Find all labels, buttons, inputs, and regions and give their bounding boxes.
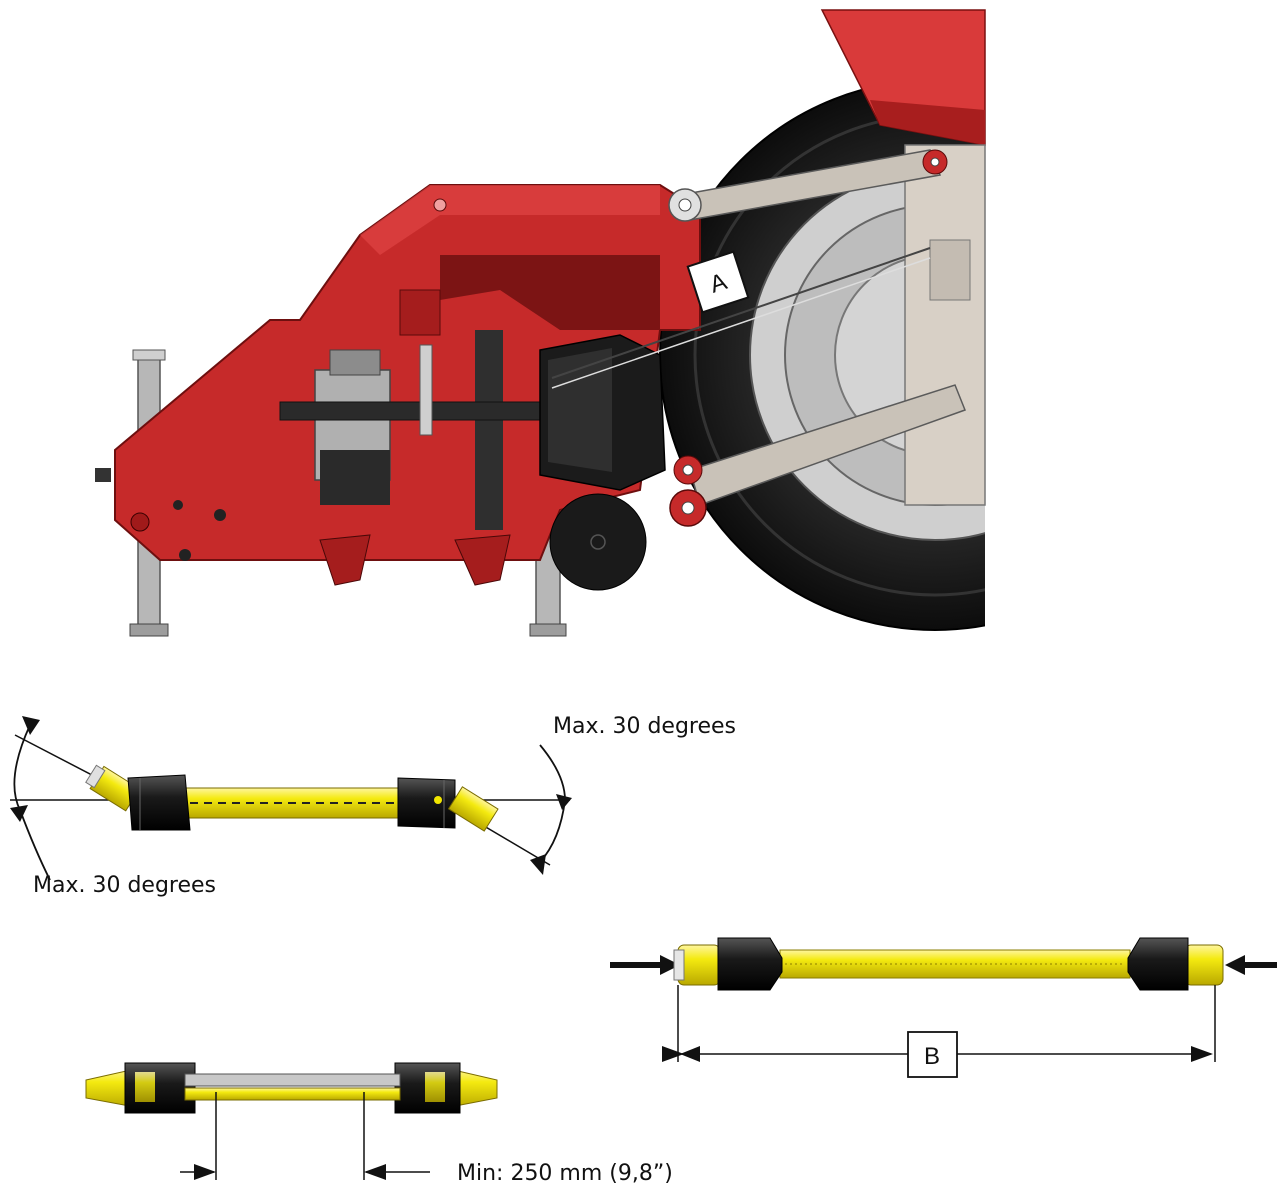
collapsed-shaft-diagram: Min: 250 mm (9,8”) <box>85 1062 673 1185</box>
machine-illustration: A <box>95 9 1277 660</box>
lower-link-arm <box>669 384 966 527</box>
min-length-label: Min: 250 mm (9,8”) <box>457 1161 673 1185</box>
tractor-wheel <box>659 9 1277 660</box>
gearbox-assembly <box>279 330 581 586</box>
guard-b-left <box>717 937 783 991</box>
top-link-arm <box>668 149 948 222</box>
pto-shaft-line <box>551 247 931 379</box>
callout-b-label: B <box>924 1043 940 1070</box>
angled-shaft-diagram: Max. 30 degrees Max. 30 degrees <box>10 714 736 898</box>
guard-right <box>397 777 456 829</box>
angle-label-top: Max. 30 degrees <box>553 714 736 739</box>
guard-b-right <box>1127 937 1189 991</box>
callout-b: B <box>907 1031 958 1078</box>
angle-label-bottom: Max. 30 degrees <box>33 873 216 898</box>
angle-arc-left <box>13 724 51 881</box>
pto-guard-cone <box>539 334 666 591</box>
extended-shaft-diagram: B <box>610 937 1277 1078</box>
callout-a: A <box>686 250 750 314</box>
guard-left <box>127 774 191 831</box>
callout-a-label: A <box>707 268 731 299</box>
